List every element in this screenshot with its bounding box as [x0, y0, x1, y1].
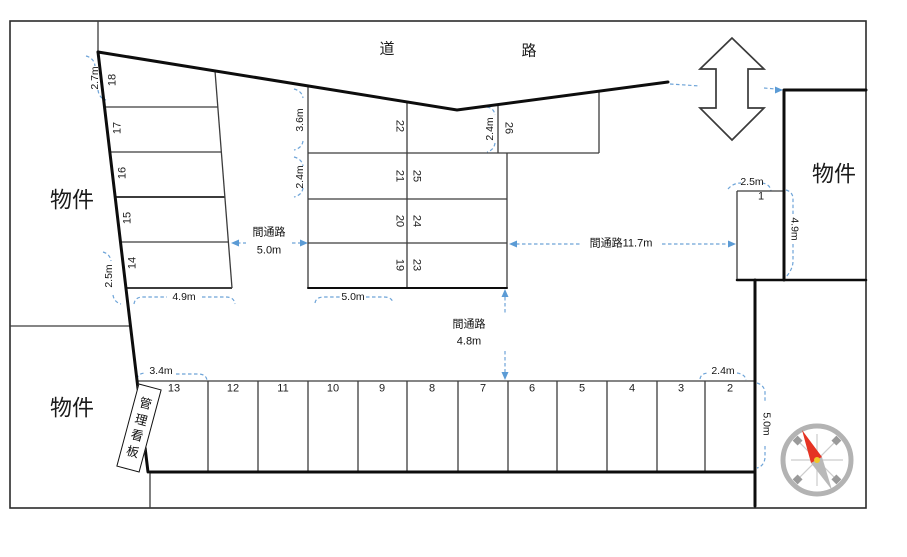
space-label-22: 22: [393, 119, 406, 133]
space-label-26: 26: [502, 121, 515, 135]
compass-north-needle: [802, 430, 822, 463]
aisle-right-label: 間通路11.7m: [589, 237, 653, 250]
property-label-right: 物件: [812, 161, 857, 187]
dim-mid-row2-depth: 2.4m: [293, 165, 306, 189]
space-label-14: 14: [126, 256, 139, 270]
dim-mid-width: 5.0m: [341, 290, 365, 303]
property-label-top-left: 物件: [50, 187, 95, 213]
dimension-arrowheads: [231, 86, 783, 380]
space-label-20: 20: [393, 214, 406, 228]
space-label-13: 13: [167, 382, 181, 395]
aisle-left-name: 間通路: [252, 226, 286, 239]
dimension-dashes: [85, 55, 794, 469]
dim-space1-depth: 4.9m: [788, 217, 801, 241]
space-label-25: 25: [410, 169, 423, 183]
dim-bottom-depth: 5.0m: [760, 412, 773, 436]
compass-south-needle: [811, 457, 832, 490]
dim-bottom-right-width: 2.4m: [711, 364, 735, 377]
space-label-11: 11: [277, 382, 289, 395]
dim-space26-depth: 2.4m: [483, 117, 496, 141]
space-label-9: 9: [378, 382, 386, 395]
space-label-15: 15: [121, 211, 134, 225]
space-label-3: 3: [677, 382, 685, 395]
space-label-24: 24: [410, 214, 423, 228]
space-label-23: 23: [410, 258, 423, 272]
space-label-10: 10: [326, 382, 340, 395]
space-label-21: 21: [393, 169, 406, 183]
space-label-4: 4: [628, 382, 636, 395]
space-label-19: 19: [393, 258, 406, 272]
space-label-8: 8: [428, 382, 436, 395]
aisle-bottom-name: 間通路: [452, 318, 486, 331]
two-way-arrow-icon: [697, 36, 767, 142]
space-label-17: 17: [111, 121, 124, 135]
thin-lines: [10, 21, 785, 508]
space-label-5: 5: [578, 382, 586, 395]
road-label-right: 路: [521, 42, 537, 60]
space-label-1: 1: [757, 190, 765, 203]
space-label-16: 16: [116, 166, 129, 180]
aisle-bottom-size: 4.8m: [456, 335, 482, 348]
property-label-bottom-left: 物件: [50, 395, 95, 421]
compass-icon: [780, 423, 854, 497]
space-label-2: 2: [726, 382, 734, 395]
space-label-12: 12: [226, 382, 240, 395]
dim-left-block-top: 2.7m: [88, 66, 101, 90]
dim-mid-row1-depth: 3.6m: [293, 108, 306, 132]
dim-space1-width: 2.5m: [740, 175, 764, 188]
dim-left-block-width: 4.9m: [172, 290, 196, 303]
space-label-18: 18: [106, 73, 119, 87]
space-label-7: 7: [479, 382, 487, 395]
road-label-left: 道: [379, 40, 395, 58]
space-label-6: 6: [528, 382, 536, 395]
outer-boundary: [9, 20, 867, 509]
dim-left-block-side: 2.5m: [102, 264, 115, 288]
dim-bottom-left-width: 3.4m: [149, 364, 173, 377]
aisle-left-size: 5.0m: [256, 244, 282, 257]
